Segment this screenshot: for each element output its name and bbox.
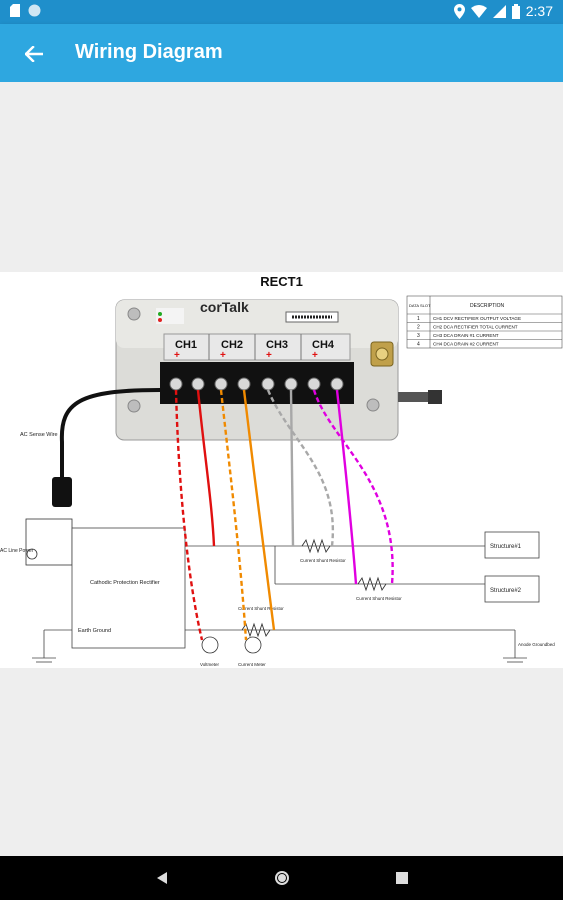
voltmeter-symbol bbox=[201, 636, 219, 654]
arrow-back-icon bbox=[25, 46, 43, 62]
anode-groundbed-label: Anode Groundbed bbox=[518, 642, 555, 647]
shunt1-label: Current Shunt Resistor bbox=[300, 558, 346, 563]
wifi-icon bbox=[470, 4, 487, 18]
cortalk-device: corTalk CH1 CH2 CH3 CH4 + + + + bbox=[115, 299, 442, 441]
ac-line-power-label: AC Line Power bbox=[0, 548, 34, 554]
lead-ch3-plus bbox=[266, 389, 335, 547]
lead-ch4-minus bbox=[335, 389, 358, 585]
channel-label-ch3: CH3 bbox=[266, 339, 288, 351]
diagram-title: RECT1 bbox=[260, 274, 303, 289]
lead-ch3-minus bbox=[289, 389, 295, 547]
table-header-description: DESCRIPTION bbox=[470, 303, 505, 309]
channel-label-ch4: CH4 bbox=[312, 339, 335, 351]
structure2-box bbox=[484, 575, 540, 603]
table-row-3-slot: 3 bbox=[417, 333, 420, 339]
table-row-2-slot: 2 bbox=[417, 325, 420, 331]
plus-sign-ch2: + bbox=[220, 350, 226, 361]
channel-label-ch1: CH1 bbox=[175, 339, 197, 351]
rectifier-label: Cathodic Protection Rectifier bbox=[90, 580, 160, 586]
earth-ground-label: Earth Ground bbox=[78, 628, 111, 634]
table-row-4-desc: CH4 DCA DRAIN #2 CURRENT bbox=[433, 342, 499, 347]
status-left bbox=[10, 4, 41, 17]
signal-icon bbox=[492, 4, 506, 18]
table-header-slot: DATA SLOT bbox=[409, 303, 431, 308]
rectifier-box bbox=[71, 527, 186, 649]
device-brand: corTalk bbox=[200, 299, 249, 315]
circle-notification-icon bbox=[28, 4, 41, 17]
structure1-label: Structure#1 bbox=[490, 544, 522, 550]
ground-symbols bbox=[32, 657, 527, 663]
ac-sense-cable bbox=[59, 388, 161, 487]
back-button[interactable] bbox=[18, 38, 50, 70]
ac-line-circuit bbox=[25, 518, 74, 566]
back-triangle-icon[interactable] bbox=[152, 868, 172, 888]
ammeter-label: Current Meter bbox=[238, 662, 266, 667]
ac-sense-clamp bbox=[52, 477, 72, 507]
lead-ch1-plus bbox=[174, 389, 204, 641]
circuit-lines bbox=[43, 545, 516, 658]
content-area: RECT1 corTalk CH1 CH2 bbox=[0, 82, 563, 856]
status-right: 2:37 bbox=[453, 3, 553, 19]
plus-sign-ch1: + bbox=[174, 350, 180, 361]
battery-icon bbox=[511, 3, 520, 19]
channel-label-ch2: CH2 bbox=[221, 339, 243, 351]
plus-sign-ch4: + bbox=[312, 350, 318, 361]
table-row-2-desc: CH2 DCA RECTIFIER TOTAL CURRENT bbox=[433, 325, 518, 330]
sd-card-icon bbox=[10, 4, 20, 17]
test-leads bbox=[174, 389, 394, 641]
data-slot-table: DATA SLOT DESCRIPTION 1 CH1 DCV RECTIFIE… bbox=[406, 295, 563, 349]
shunt3-label: Current Shunt Resistor bbox=[238, 606, 284, 611]
ammeter-symbol bbox=[244, 636, 262, 654]
shunt-resistors bbox=[241, 538, 387, 638]
structure2-label: Structure#2 bbox=[490, 588, 522, 594]
table-row-1-desc: CH1 DCV RECTIFIER OUTPUT VOLTAGE bbox=[433, 316, 521, 321]
structure1-box bbox=[484, 531, 540, 559]
status-bar: 2:37 bbox=[0, 0, 563, 24]
lead-ch1-minus bbox=[196, 389, 216, 547]
lead-ch4-plus bbox=[312, 389, 394, 585]
recents-square-icon[interactable] bbox=[392, 868, 412, 888]
table-row-1-slot: 1 bbox=[417, 316, 420, 322]
system-nav-bar bbox=[0, 856, 563, 900]
plus-sign-ch3: + bbox=[266, 350, 272, 361]
home-circle-icon[interactable] bbox=[272, 868, 292, 888]
shunt2-label: Current Shunt Resistor bbox=[356, 596, 402, 601]
location-icon bbox=[453, 3, 465, 19]
table-row-3-desc: CH3 DCA DRAIN #1 CURRENT bbox=[433, 333, 499, 338]
lead-ch2-plus bbox=[219, 389, 248, 641]
page-title: Wiring Diagram bbox=[75, 41, 223, 63]
app-bar: Wiring Diagram bbox=[0, 24, 563, 82]
ac-sense-wire-label: AC Sense Wire bbox=[20, 432, 58, 438]
wiring-diagram-image[interactable]: RECT1 corTalk CH1 CH2 bbox=[0, 272, 563, 668]
wiring-diagram-svg: corTalk CH1 CH2 CH3 CH4 + + + + bbox=[0, 295, 563, 667]
table-row-4-slot: 4 bbox=[417, 342, 420, 348]
status-time: 2:37 bbox=[525, 3, 553, 19]
voltmeter-label: Voltmeter bbox=[200, 662, 220, 667]
lead-ch2-minus bbox=[242, 389, 276, 631]
